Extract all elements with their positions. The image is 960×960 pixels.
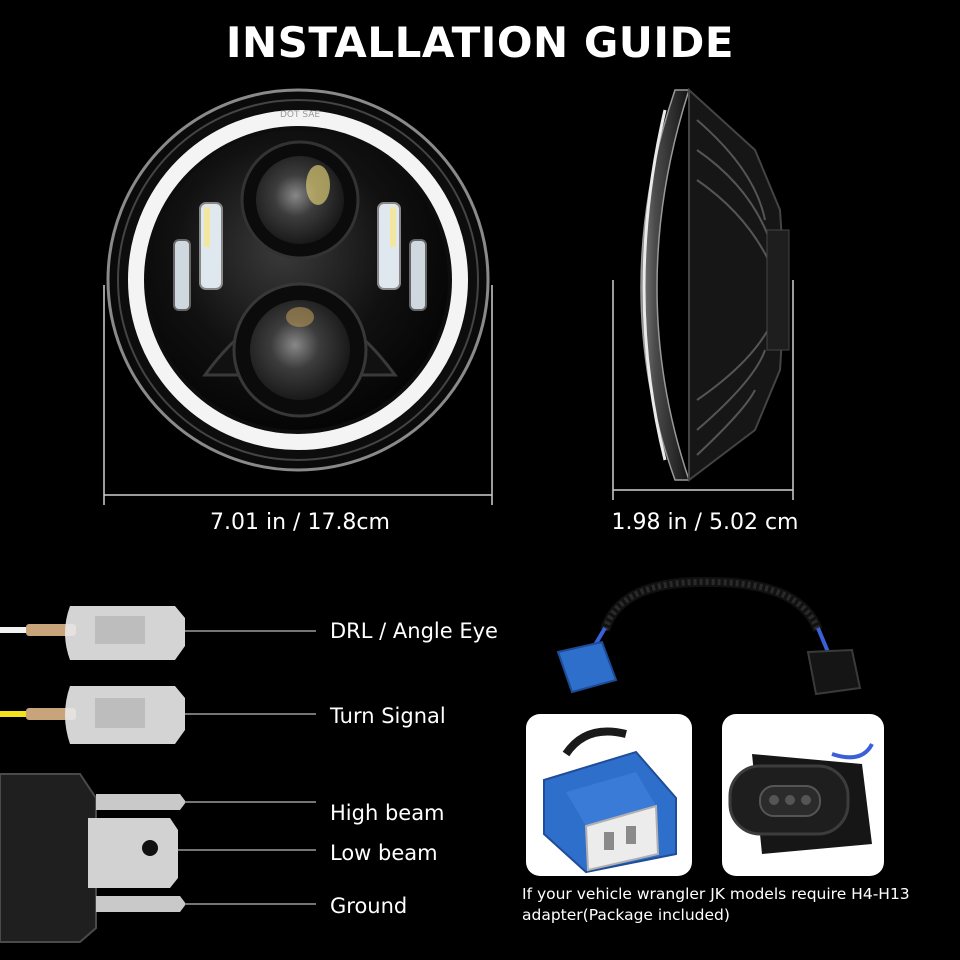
low-beam-label: Low beam <box>330 841 438 865</box>
turn-label: Turn Signal <box>330 704 446 728</box>
turn-connector-icon <box>0 686 316 744</box>
h4-socket-closeup-icon <box>543 727 677 874</box>
h13-plug-card <box>722 714 884 876</box>
adapter-note: If your vehicle wrangler JK models requi… <box>522 885 910 924</box>
high-beam-label: High beam <box>330 801 445 825</box>
page-title: INSTALLATION GUIDE <box>225 18 735 67</box>
adapter-harness-icon <box>556 576 862 696</box>
h4-socket-card <box>526 714 692 876</box>
h4-plug-icon <box>0 773 316 943</box>
headlight-side-icon <box>612 87 794 500</box>
diameter-label: 7.01 in / 17.8cm <box>210 510 390 535</box>
ground-label: Ground <box>330 894 408 918</box>
depth-label: 1.98 in / 5.02 cm <box>611 510 799 535</box>
headlight-front-icon: DOT SAE <box>103 88 493 505</box>
embossed-dot-text: DOT SAE <box>280 110 320 120</box>
drl-label: DRL / Angle Eye <box>330 619 498 643</box>
h13-plug-closeup-icon <box>728 742 874 854</box>
drl-connector-icon <box>0 606 316 660</box>
